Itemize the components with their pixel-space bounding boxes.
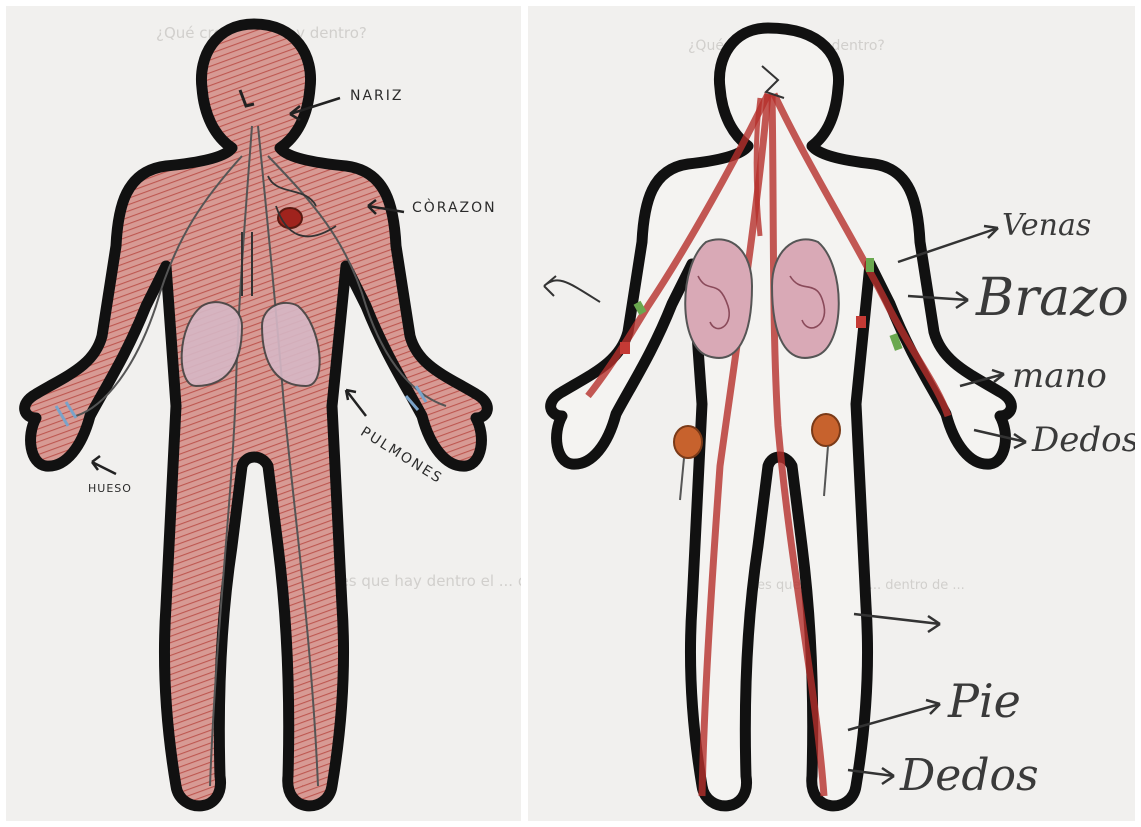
body-silhouette [551,28,1012,806]
label-hueso: HUESO [88,482,132,495]
red-mark [856,316,866,328]
left-lung-drawing [685,239,752,357]
right-lung-drawing [772,239,839,357]
label-dedos-foot: Dedos [900,750,1039,801]
ureter-drawing [680,458,684,500]
label-corazon: CÒRAZON [412,200,497,216]
label-brazo: Brazo [976,268,1129,328]
arrow-to-bone [92,456,116,474]
green-mark [866,258,874,272]
label-dedos-hand: Dedos [1032,420,1135,460]
label-pie: Pie [948,674,1021,728]
label-nariz: NARIZ [350,88,404,104]
label-venas: Venas [1002,208,1091,243]
left-kidney-drawing [674,426,702,458]
label-mano: mano [1012,356,1107,396]
body-outline-back [528,6,1135,821]
left-drawing-photo: ¿Qué crees que hay dentro? ¿Crees que ha… [6,6,521,821]
arrow-curved-left [544,276,600,302]
right-kidney-drawing [812,414,840,446]
arrow-to-lungs [346,390,366,416]
right-drawing-photo: ¿Qué crees que hay dentro? ¿Crees que ha… [528,6,1135,821]
body-outline-front [6,6,521,821]
red-mark [620,342,630,354]
body-silhouette [25,24,488,806]
